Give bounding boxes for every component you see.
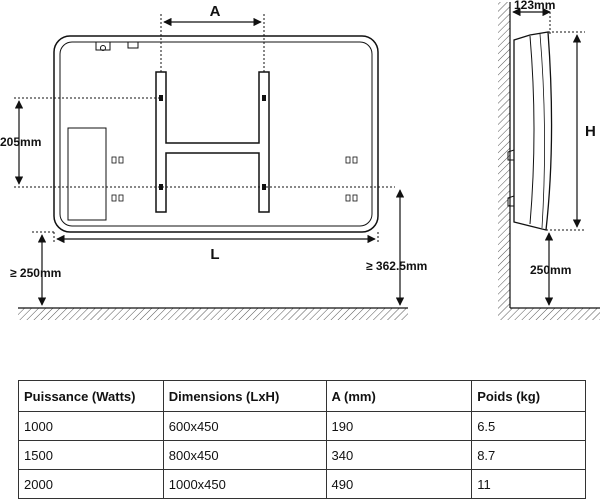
table-row: 2000 1000x450 490 11 [18, 469, 586, 499]
vent-slots [111, 156, 358, 202]
dim-h-label: H [585, 123, 596, 140]
table-row: 1500 800x450 340 8.7 [18, 440, 586, 470]
heater-body-outline [53, 35, 379, 233]
front-view: A 205mm L ≥ 250mm ≥ 362.5mm [0, 3, 427, 320]
spec-table: Puissance (Watts) Dimensions (LxH) A (mm… [18, 380, 586, 499]
heater-body-inner [59, 41, 373, 227]
cell-weight: 8.7 [471, 440, 586, 470]
cell-a: 490 [325, 469, 473, 499]
header-dimensions: Dimensions (LxH) [162, 380, 327, 412]
side-view: 123mm H 250mm [498, 0, 600, 320]
heater-side-profile [513, 31, 553, 231]
dim-123-label: 123mm [514, 0, 555, 12]
table-header-row: Puissance (Watts) Dimensions (LxH) A (mm… [18, 380, 586, 412]
cell-dimensions: 800x450 [162, 440, 327, 470]
dim-362-label: ≥ 362.5mm [366, 259, 427, 273]
cell-dimensions: 600x450 [162, 411, 327, 441]
cell-power: 1000 [18, 411, 164, 441]
cell-a: 340 [325, 440, 473, 470]
header-power: Puissance (Watts) [18, 380, 164, 412]
wall-hatch [498, 2, 510, 308]
header-a: A (mm) [325, 380, 473, 412]
dim-205-label: 205mm [0, 135, 41, 149]
cell-power: 2000 [18, 469, 164, 499]
cell-power: 1500 [18, 440, 164, 470]
floor-hatch [18, 308, 408, 320]
header-weight: Poids (kg) [471, 380, 586, 412]
dim-250-left-label: ≥ 250mm [10, 266, 61, 280]
cell-weight: 11 [471, 469, 586, 499]
cell-weight: 6.5 [471, 411, 586, 441]
cell-dimensions: 1000x450 [162, 469, 327, 499]
dim-250-side-label: 250mm [530, 263, 571, 277]
control-panel [67, 127, 107, 221]
table-row: 1000 600x450 190 6.5 [18, 411, 586, 441]
cell-a: 190 [325, 411, 473, 441]
dim-l-label: L [210, 246, 219, 263]
wall-bracket [155, 71, 270, 213]
dim-a-label: A [210, 3, 221, 20]
installation-diagram: A 205mm L ≥ 250mm ≥ 362.5mm [0, 0, 600, 320]
